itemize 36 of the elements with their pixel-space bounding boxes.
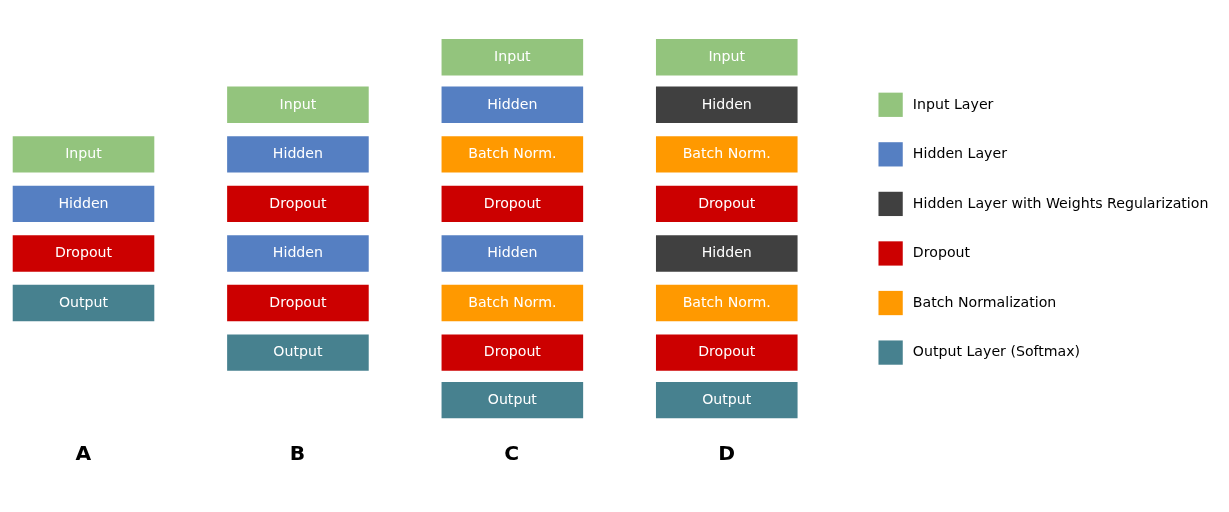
node-box: Input [441,38,584,75]
node-box: Output [441,381,584,418]
legend-label: Output Layer (Softmax) [912,342,1081,359]
label: A [75,440,92,465]
node-box: Hidden [441,86,584,123]
node-box: Hidden [227,135,369,173]
node-box: Hidden [227,234,369,272]
node-box: Dropout [441,185,584,222]
legend-label: Input Layer [912,95,994,112]
node-box: Batch Norm. [655,284,798,321]
node-box: Dropout [441,333,584,371]
node-box: Hidden [655,234,798,272]
node-box: Hidden [12,185,155,222]
node-box: Dropout [227,185,369,222]
node-box: Output [227,333,369,371]
node-box: Input [12,135,155,173]
node-box: Output [655,381,798,418]
legend-label: Hidden Layer [912,144,1007,161]
node-box: Dropout [655,185,798,222]
label: C [504,440,520,465]
node-box: Batch Norm. [441,284,584,321]
label: B [289,440,306,465]
node-box: Dropout [227,284,369,321]
node-box: Input [227,86,369,123]
node-box: Output [12,284,155,321]
legend-label: Hidden Layer with Weights Regularization [912,194,1209,211]
node-box: Dropout [655,333,798,371]
legend-label: Dropout [912,243,971,260]
node-box: Input [655,38,798,75]
label: D [718,440,735,465]
node-box: Hidden [655,86,798,123]
node-box: Batch Norm. [655,135,798,173]
node-box: Hidden [441,234,584,272]
node-box: Batch Norm. [441,135,584,173]
legend-label: Batch Normalization [912,293,1057,310]
node-box: Dropout [12,234,155,272]
